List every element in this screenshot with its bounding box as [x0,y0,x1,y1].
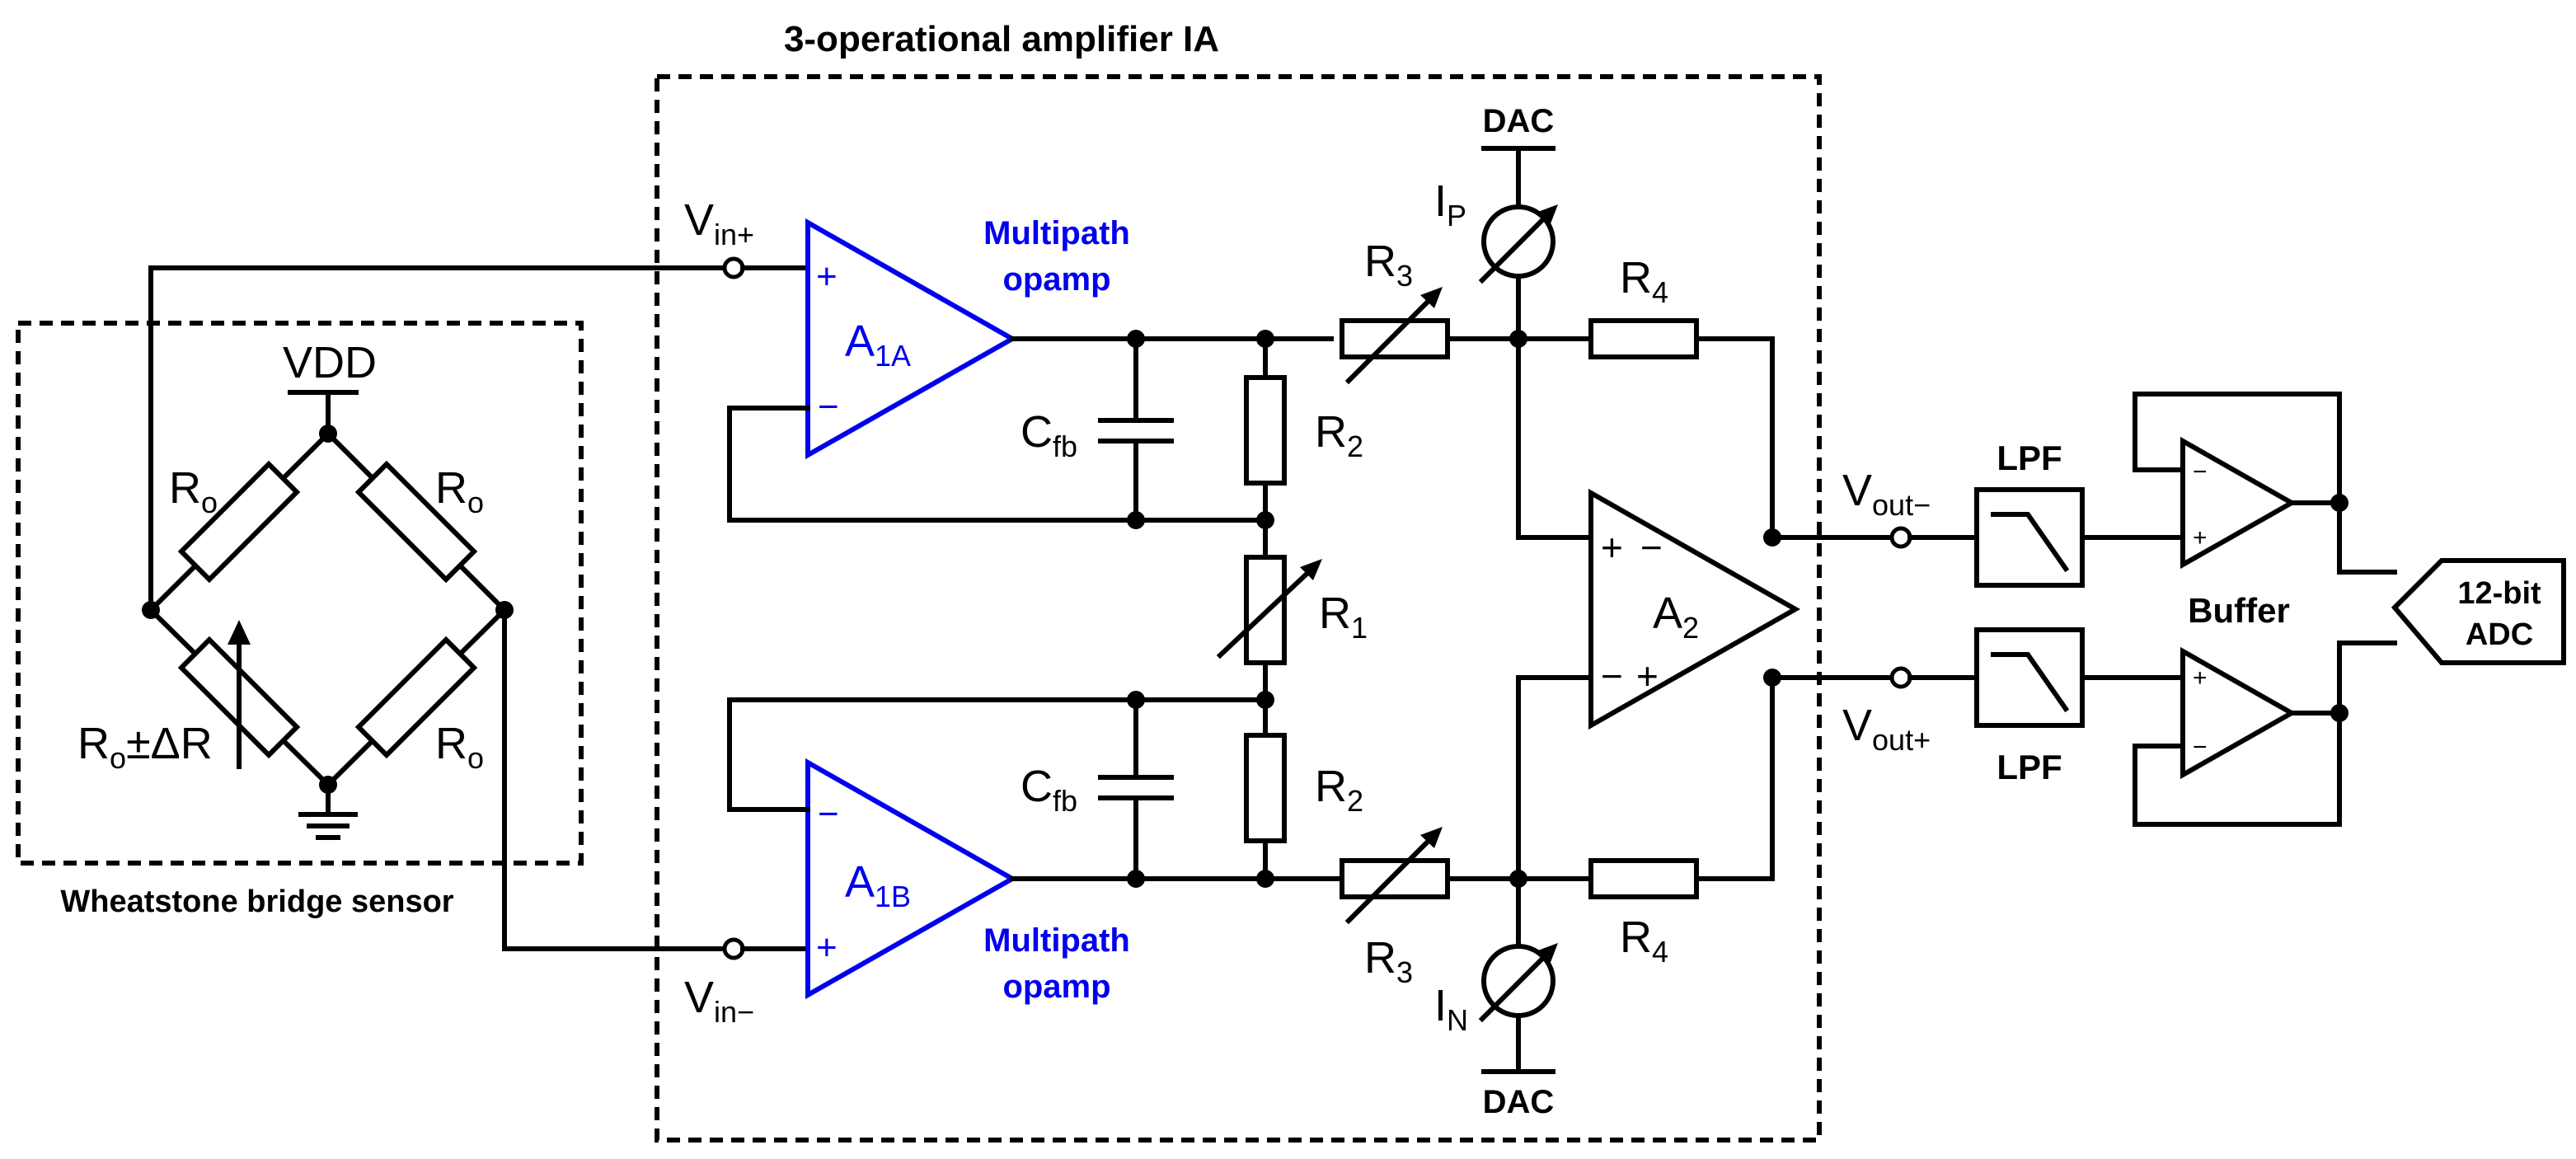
lpf-top-label: LPF [1997,439,2062,477]
wheatstone-bridge: VDD Ro Ro Ro±ΔR Ro [77,338,514,840]
wire-bridge-left-to-vinp [148,265,730,612]
buffer-bottom: + − [2133,640,2397,827]
a1b-minus-sign: − [818,794,839,834]
r2-bottom [1244,733,1287,843]
vin-plus-terminal [722,256,745,279]
a2-minus-bottom: − [1601,655,1623,697]
sensor-caption: Wheatstone bridge sensor [60,884,453,919]
r3-top-label: R3 [1364,237,1413,293]
adc-block: 12-bit ADC [2391,558,2566,665]
opamp-a2: + − − + A2 [1588,488,1801,730]
buffer-label: Buffer [2188,591,2290,630]
a2-plus-bottom: + [1636,655,1659,697]
adc-line2: ADC [2466,617,2533,652]
buffer-top-minus: − [2193,458,2208,486]
vin-plus-label: Vin+ [684,195,754,251]
r4-bottom-label: R4 [1620,913,1668,969]
in-label: IN [1434,981,1468,1037]
dac-top-label: DAC [1483,103,1555,139]
ip-label: IP [1434,176,1466,232]
dac-bottom-label: DAC [1483,1084,1555,1120]
bridge-resistor-top-right [354,460,478,584]
r2-top-label: R2 [1315,407,1363,463]
a1b-plus-sign: + [816,927,838,968]
lpf-bottom [1974,627,2085,728]
junction-dots [1127,330,1781,888]
r3-bottom-label: R3 [1364,933,1413,989]
vin-minus-label: Vin− [684,973,754,1029]
multipath-note-bottom-1: Multipath [983,922,1130,959]
buffer-top-plus: + [2193,524,2208,551]
sensor-boundary-box [16,321,584,866]
adc-line1: 12-bit [2457,576,2541,611]
a1a-label: A1A [845,317,911,373]
a1b-label: A1B [845,857,911,913]
vout-minus-terminal [1889,526,1912,549]
r4-top-label: R4 [1620,253,1668,309]
r3-bottom [1340,858,1450,899]
buffer-bottom-minus: − [2193,734,2208,761]
ro-label-top-left: Ro [169,463,218,519]
ro-label-top-right: Ro [435,463,484,519]
lpf-bottom-label: LPF [1997,748,2062,786]
wire-bridge-right-to-vinn [502,608,730,951]
r1-label: R1 [1319,589,1368,645]
a2-label: A2 [1653,589,1699,645]
vout-minus-label: Vout− [1842,466,1931,522]
ia-boundary-box [655,74,1822,1143]
multipath-note-bottom-2: opamp [1002,969,1110,1005]
a1a-minus-sign: − [818,387,839,427]
cfb-bottom-label: Cfb [1021,762,1077,818]
bottom-path [727,675,1775,1074]
buffer-bottom-plus: + [2193,664,2208,692]
a2-plus-top: + [1601,526,1623,569]
opamp-a1a: + − A1A [805,218,1018,460]
vin-minus-terminal [722,937,745,960]
opamp-a1b: − + A1B [805,758,1018,1000]
r4-bottom [1588,858,1699,899]
bridge-resistor-top-left [177,460,301,584]
vout-plus-terminal [1889,666,1912,689]
cfb-top-label: Cfb [1021,407,1077,463]
buffer-top: − + [2133,392,2397,575]
a1a-plus-sign: + [816,256,838,297]
multipath-note-top-1: Multipath [983,215,1130,251]
bridge-resistor-bottom-right [354,636,478,759]
top-path [727,146,1775,702]
vdd-label: VDD [283,338,377,387]
ro-label-bottom-right: Ro [435,719,484,775]
multipath-note-top-2: opamp [1002,261,1110,298]
r4-top [1588,318,1699,359]
lpf-top [1974,487,2085,588]
a2-minus-top: − [1640,526,1663,569]
vout-plus-label: Vout+ [1842,701,1931,757]
ro-dr-label: Ro±ΔR [77,719,213,775]
ia-title: 3-operational amplifier IA [784,19,1219,59]
r2-top [1244,375,1287,486]
r3-top [1340,318,1450,359]
r2-bottom-label: R2 [1315,762,1363,818]
